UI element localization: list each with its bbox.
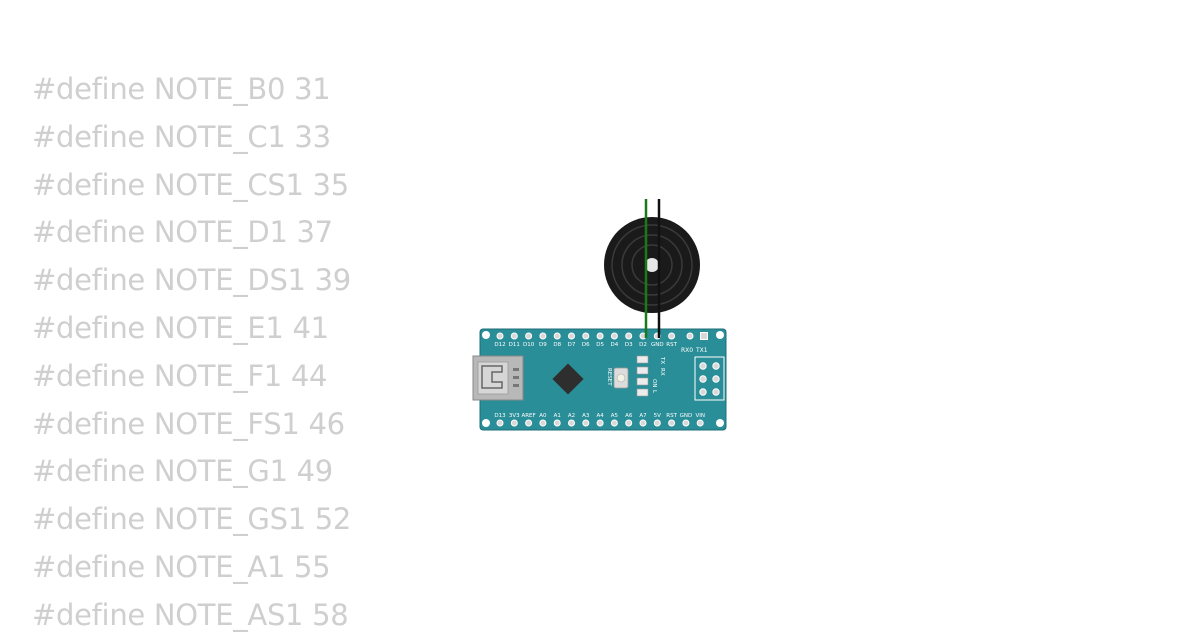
header-pad xyxy=(686,332,694,340)
microcontroller-chip xyxy=(552,363,584,395)
led-label-l: L xyxy=(651,390,657,394)
pin-label: A3 xyxy=(582,413,590,419)
pin-5v[interactable] xyxy=(653,419,661,427)
reset-label: RESET xyxy=(606,368,612,386)
header-pad xyxy=(700,332,708,340)
pin-label: A1 xyxy=(554,413,561,419)
pin-label: D4 xyxy=(611,342,619,348)
pin-d11[interactable] xyxy=(510,332,518,340)
pin-label: D5 xyxy=(596,342,604,348)
pin-a7[interactable] xyxy=(639,419,647,427)
code-line: #define NOTE_CS1 35 xyxy=(32,167,349,202)
code-line: #define NOTE_DS1 39 xyxy=(32,263,351,298)
pin-aref[interactable] xyxy=(525,419,533,427)
status-leds xyxy=(636,355,649,397)
icsp-header xyxy=(694,356,725,401)
pin-label: 3V3 xyxy=(509,413,520,419)
code-line: #define NOTE_GS1 52 xyxy=(32,502,352,537)
led-label-on: ON xyxy=(651,379,657,387)
led-label-rx: RX xyxy=(659,368,665,376)
led-label-tx: TX xyxy=(659,356,665,364)
pin-a3[interactable] xyxy=(582,419,590,427)
pin-label: A5 xyxy=(611,413,619,419)
pin-label: RST xyxy=(666,342,677,348)
pin-d6[interactable] xyxy=(582,332,590,340)
pin-label: D8 xyxy=(553,342,561,348)
pin-a4[interactable] xyxy=(596,419,604,427)
pin-label: 5V xyxy=(654,413,661,419)
pin-rst[interactable] xyxy=(668,419,676,427)
pin-a0[interactable] xyxy=(539,419,547,427)
code-line: #define NOTE_E1 41 xyxy=(32,310,329,345)
pin-a6[interactable] xyxy=(625,419,633,427)
pin-d13[interactable] xyxy=(496,419,504,427)
pin-label: A6 xyxy=(625,413,633,419)
usb-connector xyxy=(472,355,524,401)
pin-a2[interactable] xyxy=(568,419,575,427)
pin-label: VIN xyxy=(695,413,705,419)
pin-3v3[interactable] xyxy=(510,419,518,427)
pin-label: D13 xyxy=(494,413,506,419)
pin-label: A7 xyxy=(639,413,647,419)
code-line: #define NOTE_G1 49 xyxy=(32,454,333,489)
pin-rst[interactable] xyxy=(668,332,676,340)
code-line: #define NOTE_FS1 46 xyxy=(32,406,345,441)
pin-label: D2 xyxy=(639,342,647,348)
pin-d5[interactable] xyxy=(596,332,604,340)
code-line: #define NOTE_AS1 58 xyxy=(32,597,349,632)
code-line: #define NOTE_A1 55 xyxy=(32,549,331,584)
pin-label: A0 xyxy=(539,413,547,419)
pin-label: A2 xyxy=(568,413,575,419)
pin-label: D7 xyxy=(568,342,576,348)
pin-d7[interactable] xyxy=(568,332,575,340)
pin-d8[interactable] xyxy=(553,332,561,340)
pin-a1[interactable] xyxy=(553,419,561,427)
pin-label: RST xyxy=(666,413,677,419)
pin-label: GND xyxy=(680,413,693,419)
pin-label: AREF xyxy=(521,413,535,419)
pin-vin[interactable] xyxy=(696,419,704,427)
pin-label: D11 xyxy=(509,342,520,348)
reset-button[interactable] xyxy=(613,367,629,389)
pin-gnd[interactable] xyxy=(682,419,690,427)
pin-a5[interactable] xyxy=(610,419,618,427)
code-line: #define NOTE_D1 37 xyxy=(32,215,333,250)
pin-label: A4 xyxy=(596,413,604,419)
serial-label-tx1: TX1 xyxy=(695,347,708,354)
pin-d12[interactable] xyxy=(496,332,504,340)
pin-label: GND xyxy=(651,342,664,348)
pin-label: D9 xyxy=(539,342,547,348)
pin-label: D3 xyxy=(625,342,633,348)
code-listing: #define NOTE_B0 31 #define NOTE_C1 33 #d… xyxy=(32,66,351,640)
pin-label: D6 xyxy=(582,342,590,348)
pin-d3[interactable] xyxy=(625,332,633,340)
pin-d4[interactable] xyxy=(610,332,618,340)
pin-label: D12 xyxy=(494,342,505,348)
code-line: #define NOTE_F1 44 xyxy=(32,358,328,393)
serial-label-rx0: RX0 xyxy=(681,347,693,354)
pin-d9[interactable] xyxy=(539,332,547,340)
code-line: #define NOTE_C1 33 xyxy=(32,119,331,154)
piezo-buzzer[interactable] xyxy=(604,217,700,313)
code-line: #define NOTE_B0 31 xyxy=(32,72,331,106)
pin-label: D10 xyxy=(523,342,535,348)
pin-d10[interactable] xyxy=(525,332,533,340)
